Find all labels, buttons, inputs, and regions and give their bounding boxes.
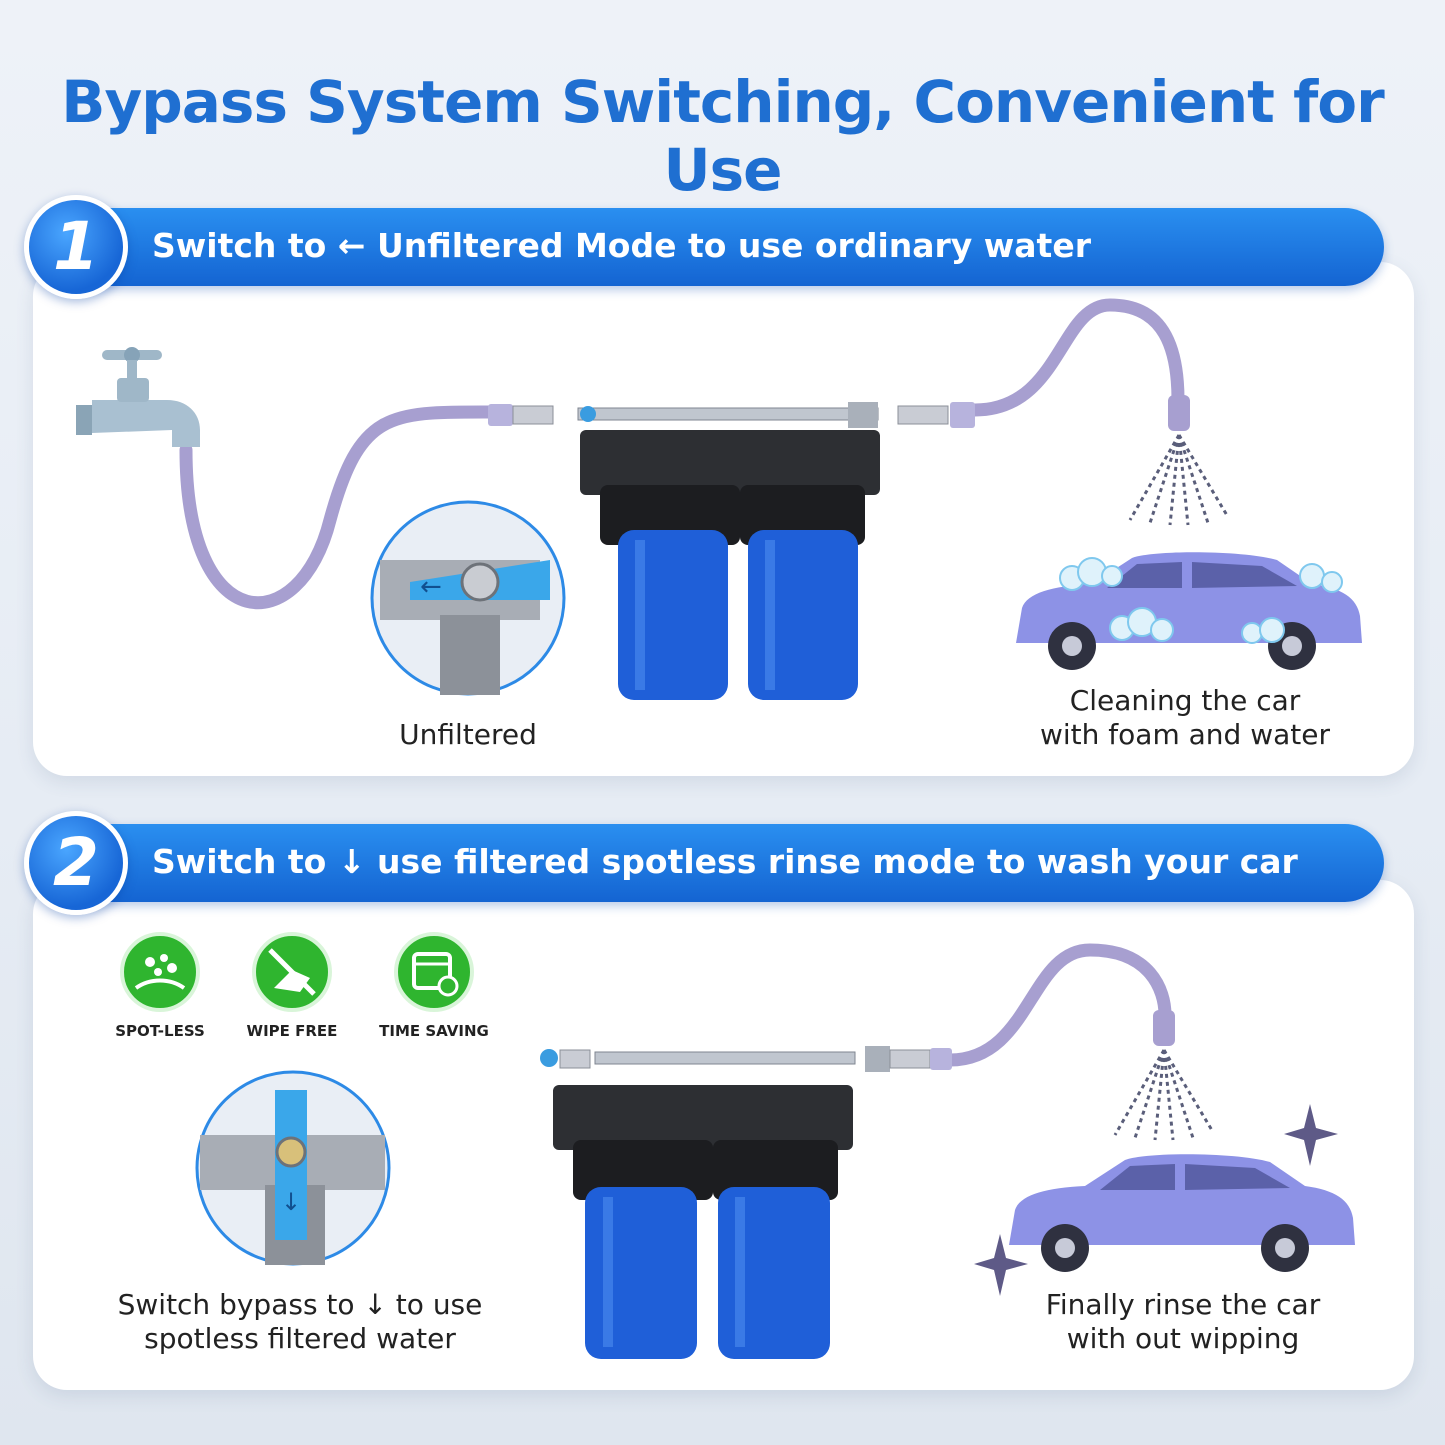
step2-car-caption-line2: with out wipping <box>1066 1322 1300 1355</box>
step2-badge: 2 <box>24 811 128 915</box>
step2-spray-icon <box>1113 1010 1215 1141</box>
step2-banner: Switch to ↓ use filtered spotless rinse … <box>62 824 1384 902</box>
page-title: Bypass System Switching, Convenient for … <box>61 68 1385 204</box>
svg-text:↓: ↓ <box>281 1188 301 1216</box>
step1-car-caption-line2: with foam and water <box>1040 718 1330 751</box>
step2-valve-caption-line1: Switch bypass to ↓ to use <box>117 1288 483 1321</box>
sparkle-icon-small <box>974 1234 1028 1296</box>
step1-banner-text: Switch to ← Unfiltered Mode to use ordin… <box>152 226 1091 265</box>
spot-less-icon <box>120 932 200 1012</box>
step1-car-caption-line1: Cleaning the car <box>1069 684 1301 717</box>
step1-badge: 1 <box>24 195 128 299</box>
faucet-icon <box>76 347 200 447</box>
step1-bypass-pipe <box>488 402 975 428</box>
step2-bypass-pipe <box>540 1046 952 1072</box>
step2-banner-text: Switch to ↓ use filtered spotless rinse … <box>152 842 1298 881</box>
step1-spray-icon <box>1128 395 1230 526</box>
step2-filter-system <box>553 1085 853 1359</box>
time-saving-icon <box>394 932 474 1012</box>
step2-car-caption-line1: Finally rinse the car <box>1045 1288 1321 1321</box>
wipe-free-label: WIPE FREE <box>246 1022 338 1040</box>
spot-less-label: SPOT-LESS <box>115 1022 205 1040</box>
svg-text:←: ← <box>420 572 442 602</box>
step1-banner: Switch to ← Unfiltered Mode to use ordin… <box>62 208 1384 286</box>
sparkle-icon <box>1284 1104 1338 1166</box>
step2-car-icon <box>1009 1154 1355 1272</box>
step2-valve-caption-line2: spotless filtered water <box>144 1322 456 1355</box>
step2-valve-zoom: ↓ <box>195 1070 391 1266</box>
step1-valve-zoom: ← <box>370 500 566 696</box>
step1-valve-label: Unfiltered <box>399 718 537 751</box>
time-saving-label: TIME SAVING <box>379 1022 489 1040</box>
step1-car-icon <box>1016 552 1362 670</box>
step1-number: 1 <box>53 208 99 285</box>
step1-filter-system <box>580 430 880 700</box>
step2-number: 2 <box>53 824 99 901</box>
wipe-free-icon <box>252 932 332 1012</box>
